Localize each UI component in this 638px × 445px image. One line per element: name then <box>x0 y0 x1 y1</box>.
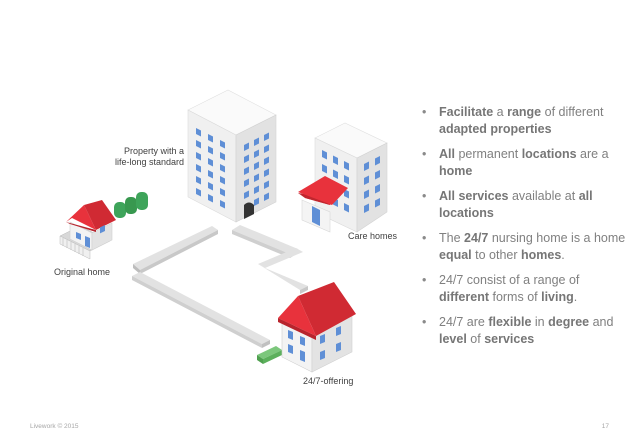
label-property-line2: life-long standard <box>114 157 184 167</box>
bullet-item: • 24/7 consist of a range of different fo… <box>422 272 628 306</box>
bullet-text: living <box>541 290 574 304</box>
bullet-text: Facilitate <box>439 105 494 119</box>
path-segment <box>133 226 218 274</box>
path-segment <box>258 248 308 294</box>
bullet-dot-icon: • <box>422 189 427 203</box>
offering-home-icon <box>278 282 356 373</box>
bullet-text: All services <box>439 189 509 203</box>
bullet-text: services <box>484 332 535 346</box>
tower-building-icon <box>187 89 277 223</box>
bullet-text: of different <box>541 105 604 119</box>
page-number: 17 <box>601 423 609 430</box>
bullet-text: to other <box>471 248 521 262</box>
label-offering: 24/7-offering <box>303 376 354 386</box>
bullet-text: . <box>573 290 578 304</box>
bullet-text: All <box>439 147 455 161</box>
bullet-text: in <box>531 315 549 329</box>
label-care-homes: Care homes <box>348 231 398 241</box>
care-home-building-icon <box>298 122 388 233</box>
bullet-text: a <box>493 105 508 119</box>
bullet-text: of <box>466 332 485 346</box>
label-property-line1: Property with a <box>123 146 184 156</box>
bullet-list: • Facilitate a range of different adapted… <box>422 104 628 356</box>
bullet-text: level <box>439 332 467 346</box>
bullet-text: all locations <box>439 189 593 220</box>
bullet-text: permanent <box>454 147 522 161</box>
bullet-text: equal <box>439 248 472 262</box>
bushes-icon <box>114 192 148 218</box>
bullet-item: • The 24/7 nursing home is a home equal t… <box>422 230 628 264</box>
bullet-dot-icon: • <box>422 273 427 287</box>
bullet-text: nursing home is a home <box>488 231 626 245</box>
bullet-text: flexible <box>488 315 532 329</box>
illustration <box>59 89 388 373</box>
bullet-text: forms of <box>489 290 542 304</box>
bullet-dot-icon: • <box>422 315 427 329</box>
bullet-text: 24/7 are <box>439 315 489 329</box>
footer-copyright: Livework © 2015 <box>30 423 79 430</box>
path-segment <box>132 272 270 348</box>
bullet-text: 24/7 consist of a range of <box>439 273 580 287</box>
bullet-item: • 24/7 are flexible in degree and level o… <box>422 314 628 348</box>
bullet-text: different <box>439 290 489 304</box>
bullet-item: • All services available at all locations <box>422 188 628 222</box>
original-home-icon <box>59 200 116 260</box>
bullet-dot-icon: • <box>422 147 427 161</box>
bullet-item: • All permanent locations are a home <box>422 146 628 180</box>
bullet-text: home <box>439 164 473 178</box>
bullet-text: locations <box>521 147 577 161</box>
label-original-home: Original home <box>54 267 111 277</box>
bullet-text: adapted properties <box>439 122 552 136</box>
bullet-text: The <box>439 231 465 245</box>
bullet-text: 24/7 <box>464 231 489 245</box>
bullet-text: homes <box>521 248 562 262</box>
bullet-text: degree <box>548 315 590 329</box>
path-green <box>257 346 282 364</box>
bullet-text: available at <box>508 189 579 203</box>
label-property: Property with a life-long standard <box>108 146 184 168</box>
bullet-dot-icon: • <box>422 105 427 119</box>
bullet-text: are a <box>576 147 609 161</box>
bullet-text: range <box>507 105 542 119</box>
bullet-dot-icon: • <box>422 231 427 245</box>
bullet-text: . <box>561 248 565 262</box>
bullet-text: and <box>589 315 614 329</box>
bullet-item: • Facilitate a range of different adapted… <box>422 104 628 138</box>
